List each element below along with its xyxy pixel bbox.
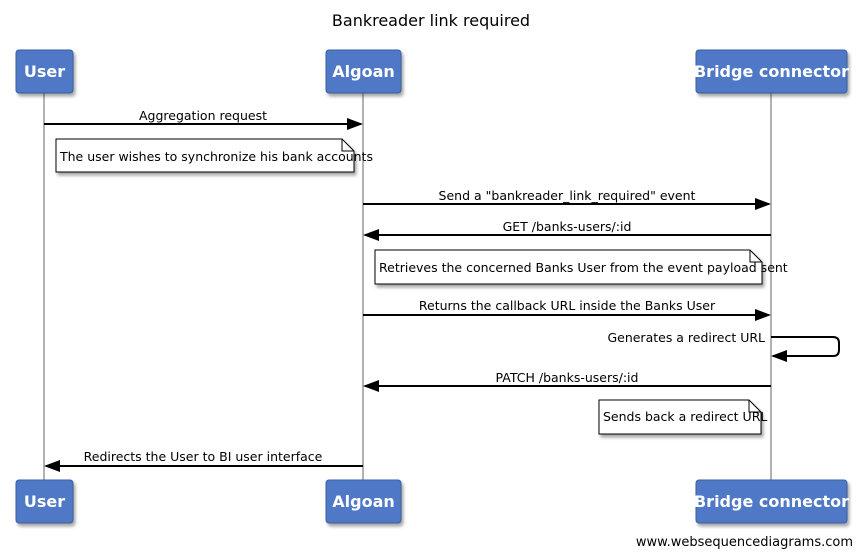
message-send-event-label: Send a "bankreader_link_required" event (439, 188, 696, 203)
message-redirects-user: Redirects the User to BI user interface (44, 449, 363, 472)
note-retrieves-banks-user: Retrieves the concerned Banks User from … (374, 249, 788, 285)
message-patch-banks-users: PATCH /banks-users/:id (363, 370, 771, 392)
message-aggregation-request-label: Aggregation request (139, 108, 267, 123)
message-get-banks-users-label: GET /banks-users/:id (503, 219, 632, 234)
note-sends-back-redirect: Sends back a redirect URL (598, 399, 767, 435)
message-returns-callback: Returns the callback URL inside the Bank… (363, 298, 771, 321)
actor-bridge-top: Bridge connector (694, 49, 849, 94)
actor-algoan-bottom-label: Algoan (332, 492, 395, 511)
message-returns-callback-label: Returns the callback URL inside the Bank… (419, 298, 716, 313)
message-aggregation-request: Aggregation request (44, 108, 363, 130)
footer-watermark: www.websequencediagrams.com (636, 535, 853, 550)
actor-bridge-bottom-label: Bridge connector (694, 492, 849, 511)
note-user-wishes: The user wishes to synchronize his bank … (55, 138, 373, 173)
actor-bridge-top-label: Bridge connector (694, 62, 849, 81)
message-send-event: Send a "bankreader_link_required" event (363, 188, 771, 210)
actor-user-bottom: User (15, 479, 74, 524)
message-patch-banks-users-label: PATCH /banks-users/:id (496, 370, 639, 385)
actor-algoan-top-label: Algoan (332, 62, 395, 81)
message-get-banks-users: GET /banks-users/:id (363, 219, 771, 241)
actor-user-top: User (15, 49, 74, 94)
note-sends-back-redirect-text: Sends back a redirect URL (603, 409, 767, 424)
actor-user-top-label: User (24, 62, 65, 81)
actor-algoan-bottom: Algoan (325, 479, 402, 524)
note-retrieves-banks-user-text: Retrieves the concerned Banks User from … (379, 260, 788, 275)
actor-user-bottom-label: User (24, 492, 65, 511)
note-user-wishes-text: The user wishes to synchronize his bank … (59, 149, 373, 164)
actor-bridge-bottom: Bridge connector (694, 479, 849, 524)
diagram-title: Bankreader link required (332, 11, 530, 30)
message-generates-redirect: Generates a redirect URL (607, 330, 840, 362)
message-redirects-user-label: Redirects the User to BI user interface (84, 449, 323, 464)
actor-algoan-top: Algoan (325, 49, 402, 94)
message-generates-redirect-label: Generates a redirect URL (607, 330, 765, 345)
